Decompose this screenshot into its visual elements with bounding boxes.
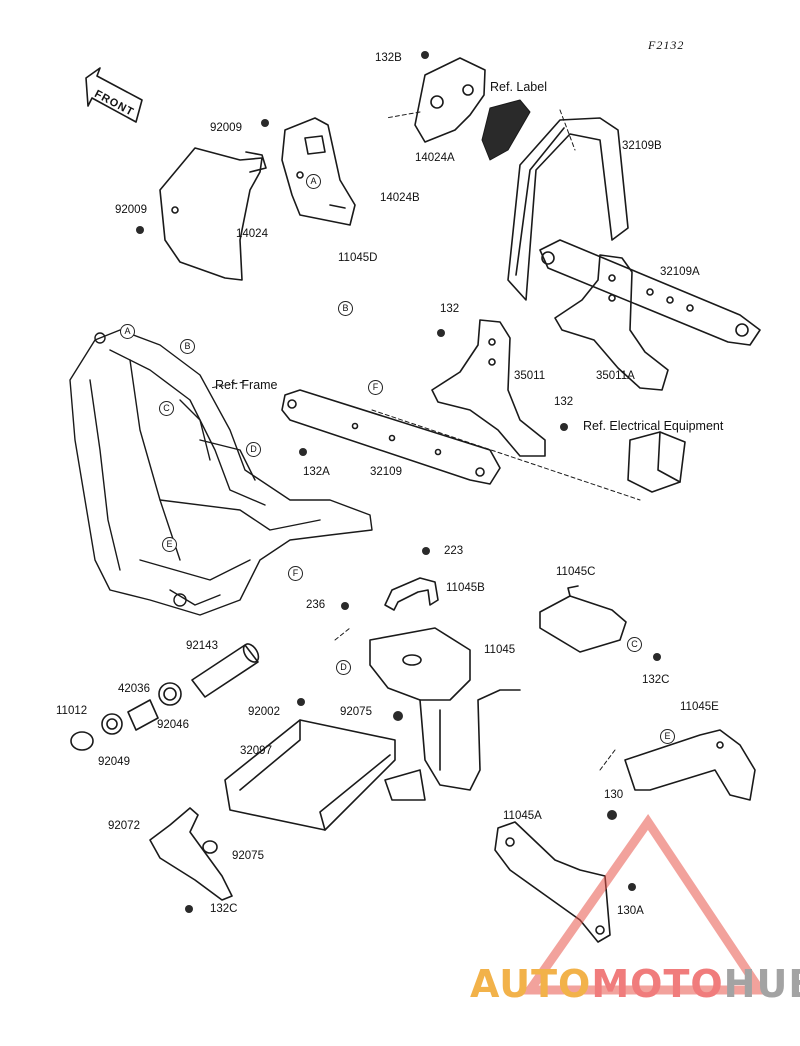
part-label-132-mid: 132 bbox=[440, 303, 460, 315]
ref-label-text: Ref. Label bbox=[490, 80, 547, 94]
watermark-part3: HUB bbox=[723, 962, 800, 1006]
label-part bbox=[481, 99, 531, 161]
bolt-icons bbox=[136, 51, 661, 913]
part-label-35011: 35011 bbox=[514, 370, 546, 382]
watermark-triangle bbox=[521, 814, 769, 995]
battery-tray-32097 bbox=[224, 719, 396, 831]
ref-frame-text: Ref. Frame bbox=[215, 378, 278, 392]
part-label-11045A: 11045A bbox=[503, 810, 542, 822]
bracket-11045A bbox=[494, 821, 611, 943]
marker-F-frame: F bbox=[288, 566, 303, 581]
part-label-32109: 32109 bbox=[370, 466, 402, 478]
part-label-92049: 92049 bbox=[98, 756, 130, 768]
part-label-11045E: 11045E bbox=[680, 701, 719, 713]
part-label-92009-top: 92009 bbox=[210, 122, 242, 134]
marker-B-bracket: B bbox=[338, 301, 353, 316]
watermark-part1: AUTO bbox=[470, 962, 592, 1006]
part-label-132-right: 132 bbox=[554, 396, 574, 408]
bracket-32109A bbox=[539, 239, 761, 346]
part-label-130A: 130A bbox=[617, 905, 644, 917]
part-label-11012: 11012 bbox=[56, 705, 88, 717]
part-label-14024: 14024 bbox=[236, 228, 268, 240]
part-label-11045: 11045 bbox=[484, 644, 516, 656]
front-arrow-icon bbox=[85, 67, 143, 123]
marker-D-battery: D bbox=[336, 660, 351, 675]
part-label-35011A: 35011A bbox=[596, 370, 635, 382]
marker-B-frame: B bbox=[180, 339, 195, 354]
diagram-code: F2132 bbox=[648, 38, 685, 52]
marker-A-frame: A bbox=[120, 324, 135, 339]
backrest-bar-32109B bbox=[507, 117, 629, 301]
part-label-92046: 92046 bbox=[157, 719, 189, 731]
marker-C-bracket: C bbox=[627, 637, 642, 652]
side-cover-14024B bbox=[281, 117, 356, 226]
part-label-132A: 132A bbox=[303, 466, 330, 478]
marker-E-bracket: E bbox=[660, 729, 675, 744]
bracket-11045B bbox=[384, 577, 439, 611]
strap-92072 bbox=[149, 807, 233, 901]
marker-C-frame: C bbox=[159, 401, 174, 416]
ref-electrical-text: Ref. Electrical Equipment bbox=[583, 419, 724, 433]
cover-14024A bbox=[414, 57, 486, 143]
plate-35011A bbox=[554, 254, 669, 391]
marker-F-bracket: F bbox=[368, 380, 383, 395]
part-label-14024B: 14024B bbox=[380, 192, 420, 204]
part-label-223: 223 bbox=[444, 545, 464, 557]
part-label-92075-mid: 92075 bbox=[340, 706, 372, 718]
battery-bracket-11045 bbox=[369, 627, 521, 801]
part-label-236: 236 bbox=[306, 599, 326, 611]
watermark-logo: AUTOMOTOHUB bbox=[470, 962, 800, 1006]
part-label-92143: 92143 bbox=[186, 640, 218, 652]
part-label-132B: 132B bbox=[375, 52, 402, 64]
part-label-132C-bottom: 132C bbox=[210, 903, 238, 915]
plate-35011 bbox=[431, 319, 546, 457]
part-label-92002: 92002 bbox=[248, 706, 280, 718]
part-label-32109B: 32109B bbox=[622, 140, 662, 152]
part-label-11045B: 11045B bbox=[446, 582, 485, 594]
part-label-42036: 42036 bbox=[118, 683, 150, 695]
motorcycle-frame bbox=[69, 329, 373, 616]
part-label-92072: 92072 bbox=[108, 820, 140, 832]
bracket-11045E bbox=[624, 729, 756, 801]
part-label-92009-left: 92009 bbox=[115, 204, 147, 216]
part-label-132C-right: 132C bbox=[642, 674, 670, 686]
spacer-92143 bbox=[191, 643, 260, 698]
part-label-11045D: 11045D bbox=[338, 252, 378, 264]
electrical-box bbox=[627, 431, 686, 493]
side-cover-14024 bbox=[159, 147, 267, 281]
bushing-group bbox=[70, 682, 182, 751]
part-label-11045C: 11045C bbox=[556, 566, 596, 578]
marker-D-frame: D bbox=[246, 442, 261, 457]
bracket-11045C bbox=[539, 585, 627, 653]
part-label-14024A: 14024A bbox=[415, 152, 455, 164]
part-label-130: 130 bbox=[604, 789, 624, 801]
part-label-32109A: 32109A bbox=[660, 266, 700, 278]
part-label-32097: 32097 bbox=[240, 745, 272, 757]
part-label-92075-bottom: 92075 bbox=[232, 850, 264, 862]
marker-A-cover: A bbox=[306, 174, 321, 189]
marker-E-frame: E bbox=[162, 537, 177, 552]
watermark-part2: MOTO bbox=[591, 962, 724, 1006]
bracket-32109 bbox=[281, 389, 501, 485]
